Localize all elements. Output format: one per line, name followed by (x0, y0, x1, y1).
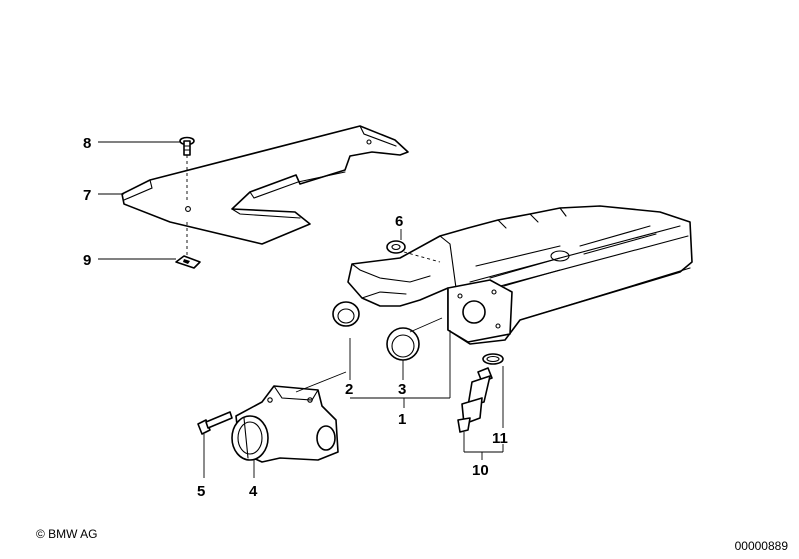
callout-1: 1 (398, 411, 406, 428)
bolt[interactable] (179, 136, 195, 156)
callout-8: 8 (83, 135, 91, 152)
gasket[interactable] (386, 240, 406, 254)
temperature-sensor[interactable] (457, 367, 493, 433)
callout-10: 10 (472, 462, 489, 479)
callout-7: 7 (83, 187, 91, 204)
callout-11: 11 (492, 430, 508, 447)
screw[interactable] (197, 411, 233, 435)
heat-shield-cover[interactable] (121, 125, 409, 245)
intake-manifold[interactable] (347, 205, 693, 345)
callout-2: 2 (345, 381, 353, 398)
o-ring-large[interactable] (386, 327, 420, 361)
seal-ring[interactable] (482, 353, 504, 365)
diagram-number: 00000889 (734, 539, 788, 553)
copyright-notice: © BMW AG (36, 527, 98, 541)
leader-lines (98, 141, 504, 478)
callout-9: 9 (83, 252, 91, 269)
callout-5: 5 (197, 483, 205, 500)
callout-4: 4 (249, 483, 258, 500)
throttle-housing[interactable] (231, 385, 339, 463)
callout-3: 3 (398, 381, 406, 398)
o-ring-small[interactable] (332, 301, 360, 327)
clip-nut[interactable] (175, 255, 201, 269)
callout-6: 6 (395, 213, 403, 230)
